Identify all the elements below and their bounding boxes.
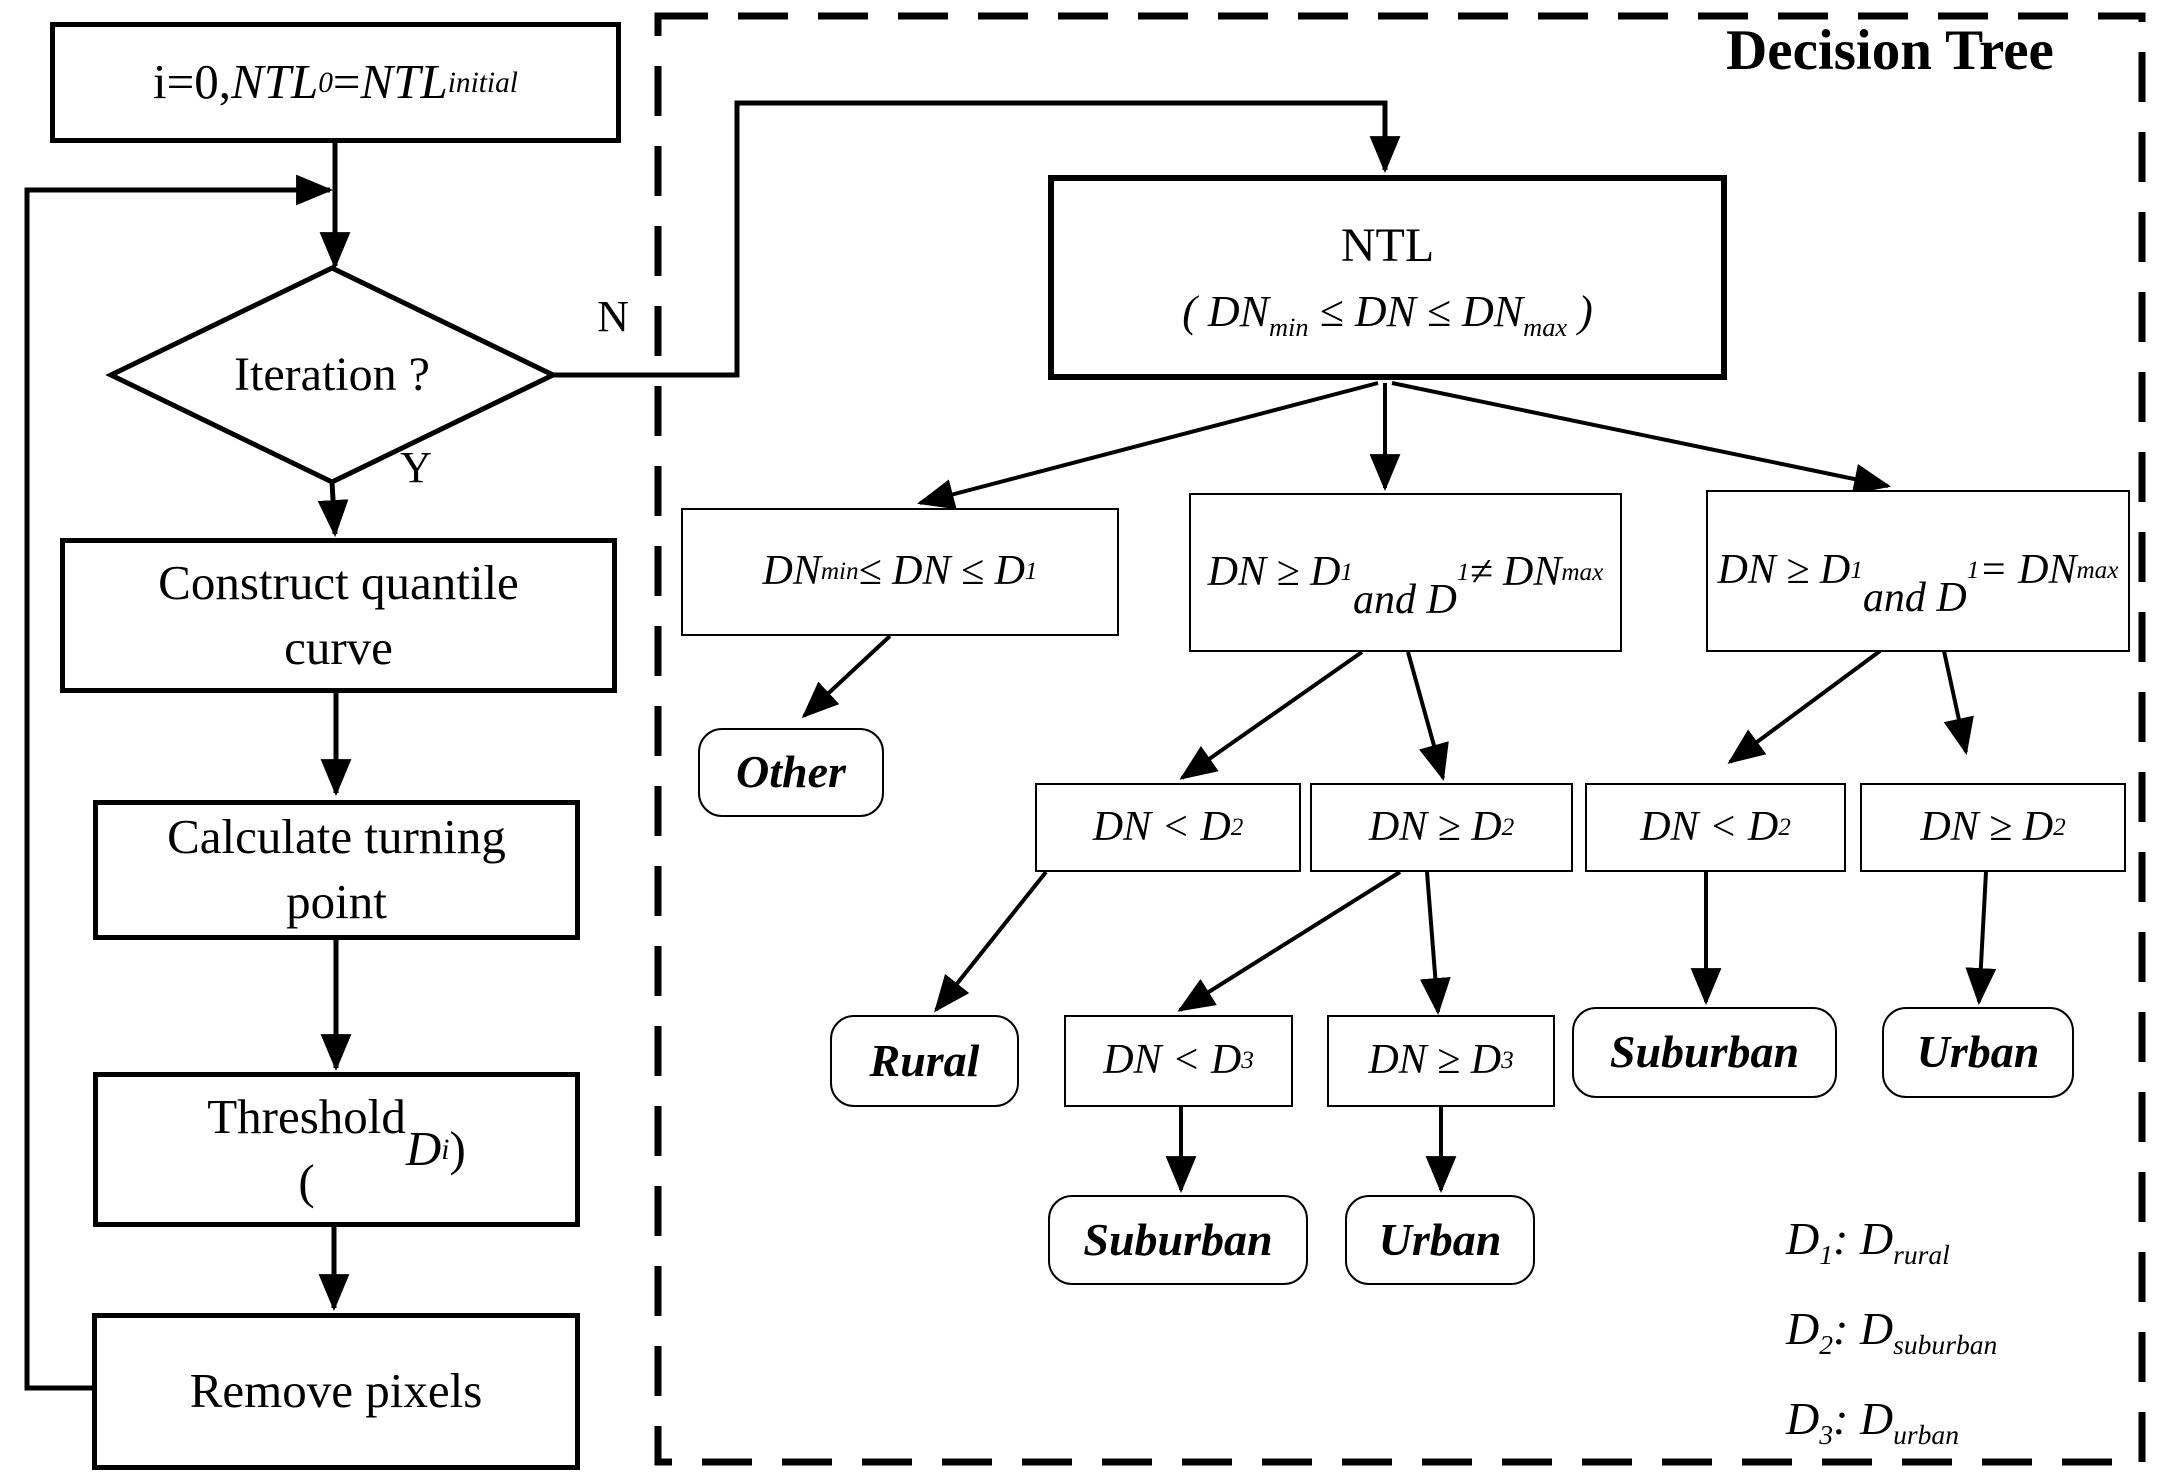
edge-ltd2-to-rural <box>934 870 1048 1013</box>
no-branch-label: N <box>597 292 629 342</box>
ntl-root-box: NTL ( DNmin ≤ DN ≤ DNmax ) <box>1048 175 1727 380</box>
decision-tree-border <box>654 12 2146 1466</box>
edge-right-to-ltd2 <box>1727 649 1882 764</box>
edge-yes-to-construct <box>317 481 349 538</box>
leaf-suburban-mid: Suburban <box>1048 1195 1308 1285</box>
edge-feedback-loop <box>24 174 334 1391</box>
leaf-suburban-right: Suburban <box>1572 1007 1837 1098</box>
edge-left-to-other <box>801 634 892 719</box>
edge-ged2-to-ltd3 <box>1177 870 1402 1012</box>
flowchart-arrows <box>24 100 1401 1391</box>
ntl-root-line1: NTL <box>1340 218 1435 272</box>
leaf-rural: Rural <box>830 1015 1019 1107</box>
edge-right-to-ged2 <box>1942 650 1974 756</box>
legend-d2: D2: Dsuburban <box>1786 1303 1998 1361</box>
legend-d3: D3: Durban <box>1786 1393 1960 1451</box>
leaf-other: Other <box>698 728 884 817</box>
edge-ntl-to-left <box>917 381 1379 510</box>
decision-tree-title: Decision Tree <box>1726 19 2054 83</box>
iteration-decision-label: Iteration ? <box>234 348 430 402</box>
edge-no-to-ntl <box>553 100 1401 378</box>
edge-mid-to-ged2 <box>1406 651 1449 781</box>
edge-mid-to-ltd2 <box>1179 650 1364 780</box>
leaf-urban-mid: Urban <box>1345 1195 1535 1285</box>
leaf-urban-right: Urban <box>1882 1007 2074 1098</box>
calculate-turning-point-box: Calculate turning point <box>93 800 580 940</box>
edge-ged2-to-ged3 <box>1419 871 1451 1016</box>
construct-quantile-curve-box: Construct quantile curve <box>60 538 617 693</box>
edge-ntl-to-right <box>1391 381 1892 495</box>
edge-ged2-to-urban-right <box>1965 871 1997 1006</box>
ntl-root-line2: ( DNmin ≤ DN ≤ DNmax ) <box>1182 287 1593 342</box>
yes-branch-label: Y <box>400 443 432 493</box>
legend-d1: D1: Drural <box>1786 1213 1950 1271</box>
tree-arrows <box>801 381 1997 1194</box>
remove-pixels-box: Remove pixels <box>92 1313 580 1470</box>
